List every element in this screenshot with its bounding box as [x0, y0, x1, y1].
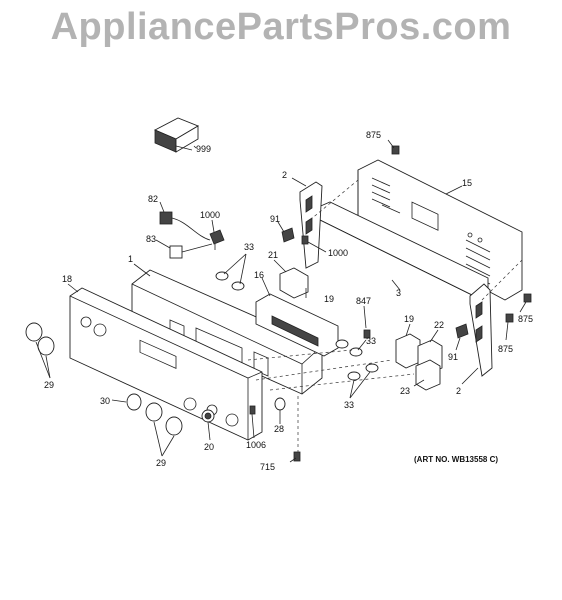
callout-82: 82	[148, 194, 158, 204]
callout-2-upper: 2	[282, 170, 287, 180]
callout-847: 847	[356, 296, 371, 306]
callout-3: 3	[396, 288, 401, 298]
art-number: (ART NO. WB13558 C)	[414, 455, 498, 464]
part-2-end-cap-left	[299, 181, 323, 269]
part-1000-screw-left	[209, 229, 225, 250]
callout-999: 999	[196, 144, 211, 154]
callout-labels: 999 875 2 15 82 1000 91 1000 83 33 21 1 …	[44, 130, 533, 472]
callout-1000-upper: 1000	[328, 248, 348, 258]
callout-875-top: 875	[366, 130, 381, 140]
part-715-screw	[293, 451, 301, 462]
callout-23: 23	[400, 386, 410, 396]
part-19-switch-right	[395, 333, 421, 369]
part-1006-screw	[249, 405, 256, 415]
part-21-relay	[279, 267, 309, 299]
callout-91-lower: 91	[448, 352, 458, 362]
part-1000-screw-upper	[301, 235, 309, 245]
part-29-knobs-lower	[145, 402, 183, 436]
part-875-screw-right-low	[505, 313, 514, 323]
callout-875-low: 875	[498, 344, 513, 354]
callout-715: 715	[260, 462, 275, 472]
callout-29-lower: 29	[156, 458, 166, 468]
leader-lines	[35, 139, 527, 463]
part-20-knob-ring	[201, 409, 215, 423]
callout-1000-left: 1000	[200, 210, 220, 220]
part-28-bulb	[274, 397, 286, 411]
part-875-screw-top	[391, 145, 400, 155]
callout-19-upper: 19	[324, 294, 334, 304]
callout-91-upper: 91	[270, 214, 280, 224]
callout-15: 15	[462, 178, 472, 188]
callout-875-right: 875	[518, 314, 533, 324]
callout-16: 16	[254, 270, 264, 280]
callout-20: 20	[204, 442, 214, 452]
callout-29-left: 29	[44, 380, 54, 390]
callout-1006: 1006	[246, 440, 266, 450]
part-33-spacers-lower	[347, 363, 379, 381]
part-999-box	[153, 117, 200, 153]
part-16-electronic-control	[255, 293, 339, 357]
callout-33-upper: 33	[244, 242, 254, 252]
part-875-screw-right	[523, 293, 532, 303]
part-91-clip-upper	[281, 227, 295, 243]
part-91-clip-lower	[455, 323, 469, 339]
part-83-bracket	[169, 243, 213, 259]
part-23-switch	[415, 359, 441, 391]
part-30-knob	[126, 393, 142, 411]
callout-33-mid: 33	[366, 336, 376, 346]
part-82-connector	[159, 211, 211, 241]
callout-83: 83	[146, 234, 156, 244]
callout-28: 28	[274, 424, 284, 434]
part-33-spacer-mid	[335, 339, 363, 357]
callout-22: 22	[434, 320, 444, 330]
callout-1: 1	[128, 254, 133, 264]
part-29-knobs-left	[25, 322, 55, 356]
part-33-spacers-upper	[215, 271, 245, 291]
callout-18: 18	[62, 274, 72, 284]
callout-30: 30	[100, 396, 110, 406]
callout-33-lower: 33	[344, 400, 354, 410]
callout-21: 21	[268, 250, 278, 260]
part-2-end-cap-right	[469, 283, 493, 377]
part-847-clip	[363, 329, 371, 339]
alignment-lines	[247, 179, 523, 452]
callout-19-right: 19	[404, 314, 414, 324]
callout-2-lower: 2	[456, 386, 461, 396]
watermark-logo: AppliancePartsPros.com	[50, 6, 512, 48]
